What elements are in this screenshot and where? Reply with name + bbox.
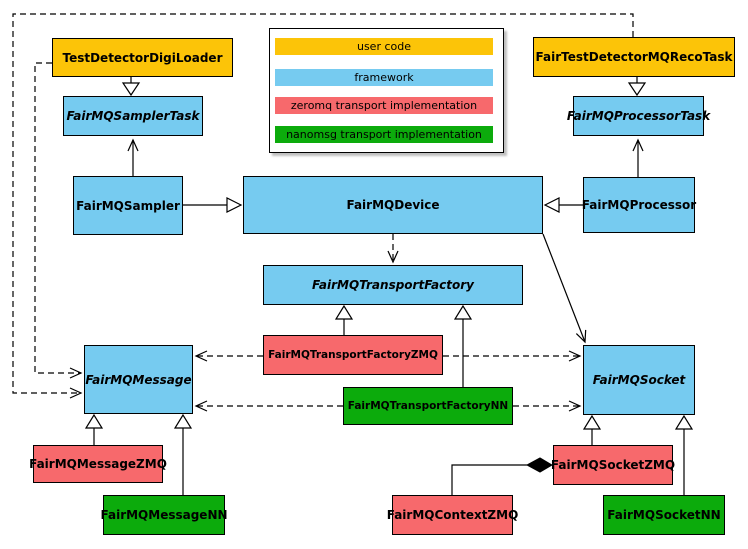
legend-label: framework [354,71,414,84]
node-fairmqmessagenn: FairMQMessageNN [100,495,228,535]
edge-fairmqmessagezmq-inherits-fairmqmessage [84,413,104,445]
node-label: FairMQSocketZMQ [550,458,676,472]
edge-testdetectordigiloader-inherits-fairmqsamplertask [121,77,141,97]
node-label: FairMQSocket [592,373,686,387]
edge-fairtestdetectormqrecotask-inherits-fairmqprocessortask [627,77,647,97]
edge-fairmqcontextzmq-composes-fairmqsocketzmq [451,457,553,495]
legend-item-framework: framework [275,69,493,86]
edge-fairmqtransportfactoryzmq-inherits-fairmqtransportfactory [334,304,354,335]
edge-fairtestdetectormqrecotask-depends-fairmqmessage [12,13,634,399]
edge-fairmqsocketzmq-inherits-fairmqsocket [582,414,602,445]
edge-fairmqsocketnn-inherits-fairmqsocket [674,414,694,495]
node-fairmqsocketzmq: FairMQSocketZMQ [550,445,676,485]
node-fairmqcontextzmq: FairMQContextZMQ [387,495,518,535]
node-fairtestdetectormqrecotask: FairTestDetectorMQRecoTask [533,37,735,77]
node-label: FairMQTransportFactoryNN [347,400,509,412]
legend-label: user code [356,40,412,53]
node-fairmqtransportfactorynn: FairMQTransportFactoryNN [343,387,513,425]
node-label: FairMQTransportFactoryZMQ [268,349,438,361]
legend-label: zeromq transport implementation [290,99,478,112]
node-fairmqdevice: FairMQDevice [243,176,543,234]
node-label: FairMQDevice [346,198,440,212]
legend-item-user-code: user code [275,38,493,55]
node-label: FairMQSamplerTask [66,109,200,123]
node-fairmqmessagezmq: FairMQMessageZMQ [29,445,167,483]
legend: user code framework zeromq transport imp… [269,28,504,153]
node-fairmqsocket: FairMQSocket [583,345,695,415]
legend-item-nanomsg: nanomsg transport implementation [275,126,493,143]
edge-fairmqprocessor-inherits-fairmqdevice [543,197,583,213]
node-fairmqsampler: FairMQSampler [73,176,183,235]
edge-testdetectordigiloader-depends-fairmqmessage [34,62,83,379]
node-label: FairMQMessageNN [100,508,228,522]
node-label: FairMQMessage [85,372,192,387]
edge-fairmqdevice-uses-fairmqsocket [542,233,587,344]
node-fairmqprocessor: FairMQProcessor [581,177,697,233]
node-label: FairMQTransportFactory [312,278,474,292]
node-label: TestDetectorDigiLoader [62,50,223,65]
edge-fairmqsampler-inherits-fairmqdevice [183,197,243,213]
node-fairmqsocketnn: FairMQSocketNN [603,495,725,535]
node-label: FairMQProcessor [581,198,697,212]
node-fairmqmessage: FairMQMessage [84,345,193,414]
node-fairmqprocessortask: FairMQProcessorTask [567,96,710,136]
node-label: FairMQSocketNN [607,508,721,522]
node-label: FairMQContextZMQ [386,508,519,522]
node-testdetectordigiloader: TestDetectorDigiLoader [52,38,233,77]
node-label: FairMQProcessorTask [566,109,711,123]
node-fairmqtransportfactory: FairMQTransportFactory [263,265,523,305]
node-label: FairMQSampler [76,198,180,213]
legend-item-zeromq: zeromq transport implementation [275,97,493,114]
edge-fairmqtransportfactorynn-inherits-fairmqtransportfactory [453,304,473,387]
node-fairmqsamplertask: FairMQSamplerTask [63,96,203,136]
node-label: FairMQMessageZMQ [29,457,167,471]
edge-fairmqmessagenn-inherits-fairmqmessage [173,413,193,495]
node-fairmqtransportfactoryzmq: FairMQTransportFactoryZMQ [263,335,443,375]
legend-label: nanomsg transport implementation [286,128,482,141]
node-label: FairTestDetectorMQRecoTask [535,50,733,64]
